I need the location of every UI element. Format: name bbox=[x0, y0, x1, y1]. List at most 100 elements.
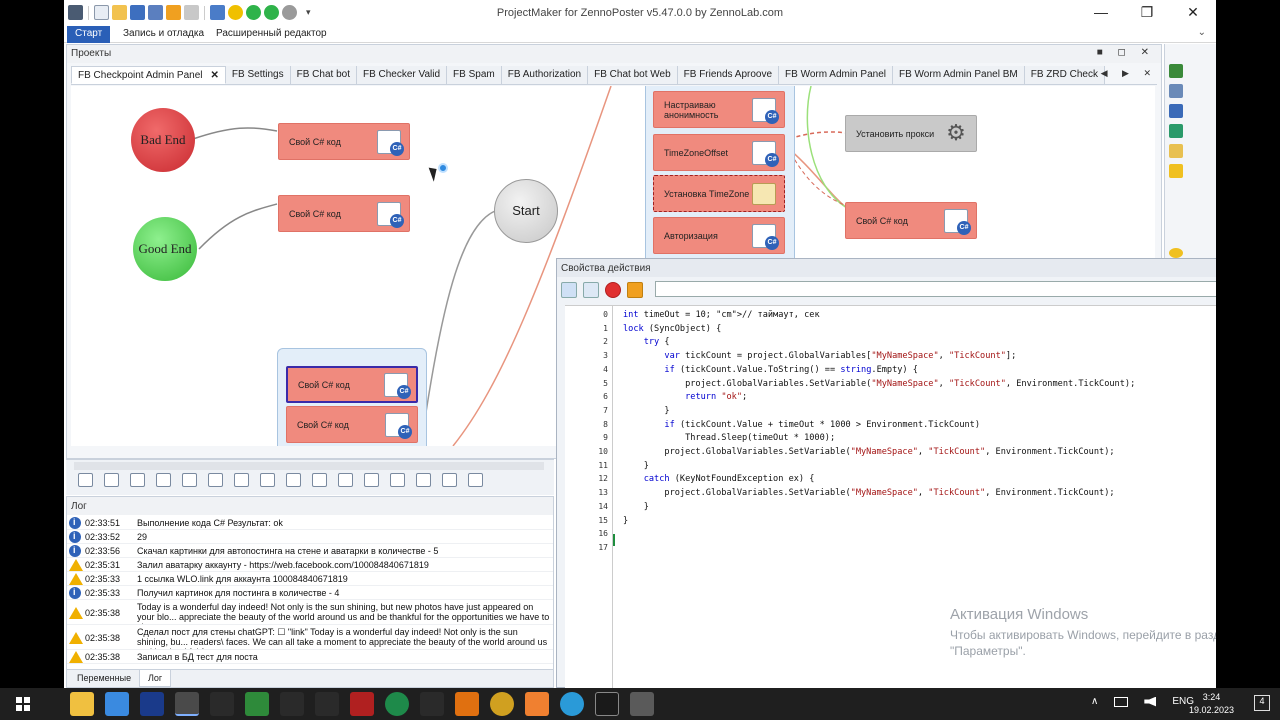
tab-project[interactable]: FB Friends Aproove bbox=[677, 66, 780, 84]
zenno-tool-icon[interactable] bbox=[315, 692, 339, 716]
action-icon[interactable] bbox=[416, 473, 431, 487]
timezone-offset-block[interactable]: TimeZoneOffset bbox=[653, 134, 785, 171]
zennoposter-icon[interactable] bbox=[140, 692, 164, 716]
timezone-set-block[interactable]: Установка TimeZone bbox=[653, 175, 785, 212]
csharp-block[interactable]: Свой C# код bbox=[278, 195, 410, 232]
action-icon[interactable] bbox=[312, 473, 327, 487]
properties-icon[interactable] bbox=[1169, 84, 1183, 98]
windows-start-icon[interactable] bbox=[16, 697, 30, 711]
tab-project[interactable]: FB Spam bbox=[447, 66, 502, 84]
action-icon[interactable] bbox=[364, 473, 379, 487]
qat-dropdown-icon[interactable]: ▾ bbox=[306, 7, 311, 17]
properties-input[interactable] bbox=[655, 281, 1216, 297]
action-icon[interactable] bbox=[338, 473, 353, 487]
tray-expand-icon[interactable]: ∧ bbox=[1091, 696, 1099, 707]
tab-project[interactable]: FB Worm Admin Panel bbox=[779, 66, 893, 84]
tab-project[interactable]: FB Worm Admin Panel BM bbox=[892, 66, 1025, 84]
step-icon[interactable] bbox=[264, 5, 279, 20]
sort-icon[interactable] bbox=[1169, 124, 1183, 138]
ribbon-tab-advanced-editor[interactable]: Расширенный редактор bbox=[216, 28, 327, 39]
action-icon[interactable] bbox=[156, 473, 171, 487]
sublime-text-icon[interactable] bbox=[455, 692, 479, 716]
record-icon[interactable] bbox=[210, 5, 225, 20]
tab-variables[interactable]: Переменные bbox=[77, 673, 132, 683]
ribbon-collapse-icon[interactable]: ⌄ bbox=[1197, 27, 1206, 38]
good-end-node[interactable]: Good End bbox=[133, 217, 197, 281]
tab-project[interactable]: FB Checkpoint Admin Panel✕ bbox=[71, 66, 226, 84]
tab-close-icon[interactable]: ✕ bbox=[210, 70, 219, 81]
action-icon[interactable] bbox=[234, 473, 249, 487]
minimize-button[interactable]: — bbox=[1094, 4, 1108, 20]
undo-icon[interactable] bbox=[166, 5, 181, 20]
action-icon[interactable] bbox=[182, 473, 197, 487]
grid-view-icon[interactable] bbox=[561, 282, 577, 298]
authorization-block[interactable]: Авторизация bbox=[653, 217, 785, 254]
user-icon[interactable] bbox=[104, 473, 119, 487]
anonymity-block[interactable]: Настраиваю анонимность bbox=[653, 91, 785, 128]
debug-icon[interactable] bbox=[228, 5, 243, 20]
csharp-block-selected[interactable]: Свой C# код bbox=[286, 366, 418, 403]
projectmaker-icon[interactable] bbox=[175, 692, 199, 716]
tab-project[interactable]: FB Settings bbox=[225, 66, 291, 84]
tab-project[interactable]: FB Chat bot bbox=[290, 66, 357, 84]
download-icon[interactable] bbox=[627, 282, 643, 298]
open-folder-icon[interactable] bbox=[112, 5, 127, 20]
action-icon[interactable] bbox=[442, 473, 457, 487]
store-icon[interactable] bbox=[105, 692, 129, 716]
restore-button[interactable]: ❐ bbox=[1140, 4, 1154, 20]
action-icon[interactable] bbox=[208, 473, 223, 487]
settings-icon[interactable] bbox=[78, 473, 93, 487]
taskbar-clock[interactable]: 3:24 19.02.2023 bbox=[1189, 691, 1234, 717]
set-proxy-block[interactable]: Установить прокси⚙ bbox=[845, 115, 977, 152]
tab-project[interactable]: FB Chat bot Web bbox=[588, 66, 678, 84]
zenno-tool-icon[interactable] bbox=[280, 692, 304, 716]
hs-app-icon[interactable] bbox=[385, 692, 409, 716]
filezilla-icon[interactable] bbox=[350, 692, 374, 716]
check-icon[interactable] bbox=[1169, 64, 1183, 78]
tab-project[interactable]: FB Checker Valid bbox=[356, 66, 448, 84]
highlight-icon[interactable] bbox=[1169, 144, 1183, 158]
tab-project[interactable]: FB Authorization bbox=[501, 66, 589, 84]
projects-panel-controls[interactable]: ■ ◻ ✕ bbox=[1096, 47, 1155, 58]
file-explorer-icon[interactable] bbox=[70, 692, 94, 716]
terminal-icon[interactable] bbox=[595, 692, 619, 716]
tab-navigation[interactable]: ◀ ▶ ✕ bbox=[1100, 68, 1157, 78]
redo-icon[interactable] bbox=[184, 5, 199, 20]
image-viewer-icon[interactable] bbox=[630, 692, 654, 716]
pycharm-icon[interactable] bbox=[245, 692, 269, 716]
ribbon-tab-record-debug[interactable]: Запись и отладка bbox=[123, 28, 205, 39]
csharp-block[interactable]: Свой C# код bbox=[845, 202, 977, 239]
broom-icon[interactable] bbox=[1169, 164, 1183, 178]
action-icon[interactable] bbox=[286, 473, 301, 487]
tab-project[interactable]: FB ZRD Check bbox=[1024, 66, 1105, 84]
network-icon[interactable] bbox=[1114, 696, 1129, 707]
action-icon[interactable] bbox=[468, 473, 483, 487]
start-node[interactable]: Start bbox=[494, 179, 558, 243]
chrome-icon[interactable] bbox=[490, 692, 514, 716]
zenno-tool-icon[interactable] bbox=[420, 692, 444, 716]
save-all-icon[interactable] bbox=[148, 5, 163, 20]
image-icon[interactable] bbox=[130, 473, 145, 487]
save-icon[interactable] bbox=[130, 5, 145, 20]
xampp-icon[interactable] bbox=[525, 692, 549, 716]
search-icon[interactable] bbox=[1169, 104, 1183, 118]
new-file-icon[interactable] bbox=[94, 5, 109, 20]
csharp-block[interactable]: Свой C# код bbox=[278, 123, 410, 160]
canvas-scrollbar[interactable] bbox=[74, 462, 544, 470]
bad-end-node[interactable]: Bad End bbox=[131, 108, 195, 172]
action-icon[interactable] bbox=[260, 473, 275, 487]
csharp-block[interactable]: Свой C# код bbox=[286, 406, 418, 443]
language-indicator[interactable]: ENG bbox=[1172, 696, 1194, 707]
play-icon[interactable] bbox=[246, 5, 261, 20]
stop-icon[interactable] bbox=[282, 5, 297, 20]
window-icon[interactable] bbox=[583, 282, 599, 298]
